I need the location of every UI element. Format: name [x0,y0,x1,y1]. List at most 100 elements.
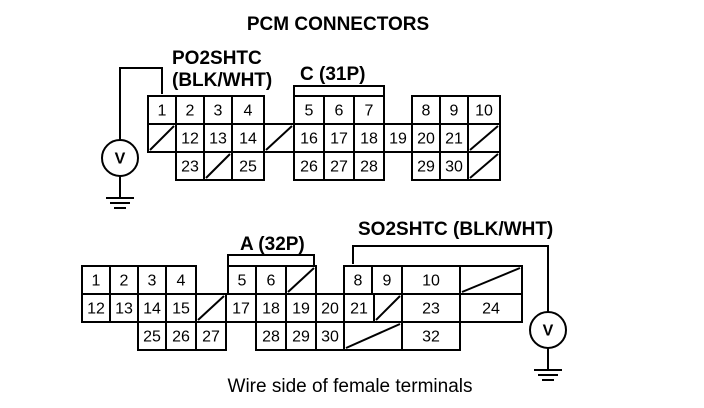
pin-number: 27 [202,329,220,346]
pin-cell [401,321,461,351]
blank-cavity-slash [469,125,499,151]
pin-number: 27 [330,159,348,176]
connector-c-label: C (31P) [300,64,365,85]
pin-number: 8 [422,103,431,120]
pin-number: 21 [445,131,463,148]
pin-cell [353,151,385,181]
pin-number: 6 [267,273,276,290]
pin-number: 5 [238,273,247,290]
pin-number: 16 [300,131,318,148]
pin-number: 19 [389,131,407,148]
pin-number: 30 [445,159,463,176]
pin-number: 4 [244,103,253,120]
pin-cell [323,151,355,181]
pin-number: 23 [422,301,440,318]
pin-cell [231,123,265,153]
pin-number: 29 [292,329,310,346]
blank-cavity-slash [375,295,401,321]
pin-number: 2 [186,103,195,120]
pin-cell [175,151,205,181]
pin-cell [285,293,317,323]
pin-number: 8 [354,273,363,290]
pin-cell [165,293,197,323]
pin-number: 13 [115,301,133,318]
connector-a-label: A (32P) [240,234,305,255]
pin-cell [231,151,265,181]
pin-cell [411,123,441,153]
pin-number: 21 [350,301,368,318]
pin-number: 20 [417,131,435,148]
voltmeter-symbol: V [115,151,126,168]
pin-cell [411,95,441,125]
pin-number: 14 [239,131,257,148]
pin-number: 10 [475,103,493,120]
pin-number: 32 [422,329,440,346]
blank-cavity-slash [265,125,293,151]
pin-number: 25 [143,329,161,346]
pin-number: 24 [482,301,500,318]
pin-number: 1 [92,273,101,290]
pin-cell [411,151,441,181]
voltmeter-left: V [101,67,163,209]
pin-cell [439,151,469,181]
pin-number: 18 [360,131,378,148]
pin-cell [459,293,523,323]
pin-number: 14 [143,301,161,318]
blank-cavity-slash [345,323,401,349]
pin-number: 7 [365,103,374,120]
pin-number: 26 [172,329,190,346]
blank-cavity-slash [197,295,225,321]
pin-cell [285,321,317,351]
pin-cell [81,293,111,323]
pin-cell [323,123,355,153]
connector-c-bracket [293,85,385,96]
voltmeter-right: V [352,245,567,381]
probe-wire-left [119,67,163,140]
blank-cavity-slash [287,267,315,293]
pin-number: 12 [181,131,199,148]
voltmeter-symbol: V [543,323,554,340]
c-signal-wire: (BLK/WHT) [172,70,272,91]
pin-number: 9 [383,273,392,290]
pin-cell [467,95,501,125]
pin-number: 29 [417,159,435,176]
pin-number: 17 [232,301,250,318]
a-signal-label: SO2SHTC (BLK/WHT) [358,219,553,240]
blank-cavity-slash [461,267,521,293]
pin-cell [225,293,257,323]
pin-cell [195,321,227,351]
pin-cell [371,265,403,295]
caption: Wire side of female terminals [228,376,473,397]
pin-number: 20 [321,301,339,318]
pin-number: 4 [177,273,186,290]
pin-number: 19 [292,301,310,318]
pin-cell [231,95,265,125]
pin-number: 28 [262,329,280,346]
pin-number: 12 [87,301,105,318]
pin-number: 10 [422,273,440,290]
ground-icon [106,197,134,209]
probe-wire-right [352,245,549,312]
pin-number: 30 [321,329,339,346]
pin-cell [137,321,167,351]
pin-number: 28 [360,159,378,176]
pin-number: 23 [181,159,199,176]
pin-number: 18 [262,301,280,318]
c-signal-label: PO2SHTC [172,48,262,69]
connector-a-bracket [227,254,315,265]
pin-number: 17 [330,131,348,148]
pin-number: 15 [172,301,190,318]
pin-number: 3 [148,273,157,290]
pin-number: 1 [158,103,167,120]
blank-cavity-slash [149,125,175,151]
pin-number: 6 [335,103,344,120]
pin-number: 3 [214,103,223,120]
blank-cavity-slash [469,153,499,179]
pin-number: 5 [305,103,314,120]
pin-number: 9 [450,103,459,120]
pin-number: 25 [239,159,257,176]
ground-icon [534,369,562,381]
